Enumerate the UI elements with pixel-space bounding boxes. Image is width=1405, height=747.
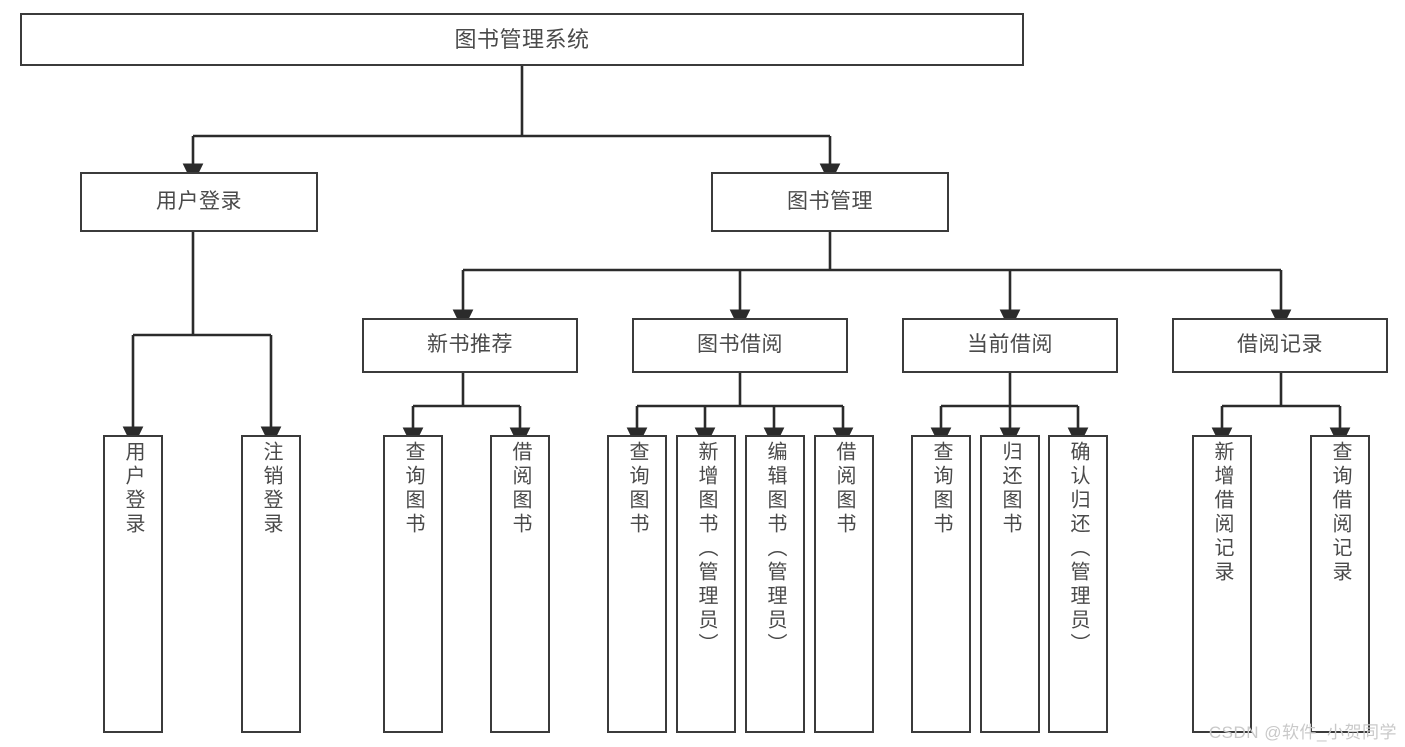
- node-user-login[interactable]: 用户登录: [80, 172, 318, 232]
- csdn-watermark: CSDN @软件_小贺同学: [1208, 723, 1397, 742]
- node-label: 借阅图书: [509, 441, 531, 537]
- node-label: 用户登录: [122, 441, 144, 537]
- node-new-book-recommend[interactable]: 新书推荐: [362, 318, 578, 373]
- node-label: 新增借阅记录: [1211, 441, 1233, 585]
- node-label: 查询借阅记录: [1329, 441, 1351, 585]
- node-label: 用户登录: [156, 189, 242, 213]
- node-label: 新增图书（管理员）: [695, 441, 717, 657]
- node-book-management[interactable]: 图书管理: [711, 172, 949, 232]
- node-leaf-borrow-book[interactable]: 借阅图书: [814, 435, 874, 733]
- node-borrow-record[interactable]: 借阅记录: [1172, 318, 1388, 373]
- node-leaf-query-book-borrow[interactable]: 查询图书: [607, 435, 667, 733]
- node-label: 确认归还（管理员）: [1067, 441, 1089, 657]
- node-leaf-borrow-book-recommend[interactable]: 借阅图书: [490, 435, 550, 733]
- node-label: 查询图书: [626, 441, 648, 537]
- node-root-book-management-system[interactable]: 图书管理系统: [20, 13, 1024, 66]
- node-leaf-logout[interactable]: 注销登录: [241, 435, 301, 733]
- node-leaf-edit-book-admin[interactable]: 编辑图书（管理员）: [745, 435, 805, 733]
- node-label: 查询图书: [930, 441, 952, 537]
- node-label: 新书推荐: [427, 333, 513, 357]
- node-label: 查询图书: [402, 441, 424, 537]
- node-label: 借阅记录: [1237, 333, 1323, 357]
- node-leaf-query-borrow-record[interactable]: 查询借阅记录: [1310, 435, 1370, 733]
- node-label: 编辑图书（管理员）: [764, 441, 786, 657]
- node-label: 图书借阅: [697, 333, 783, 357]
- node-leaf-query-book-current[interactable]: 查询图书: [911, 435, 971, 733]
- node-label: 注销登录: [260, 441, 282, 537]
- node-leaf-query-book-recommend[interactable]: 查询图书: [383, 435, 443, 733]
- node-leaf-user-login[interactable]: 用户登录: [103, 435, 163, 733]
- node-leaf-add-borrow-record[interactable]: 新增借阅记录: [1192, 435, 1252, 733]
- node-leaf-return-book[interactable]: 归还图书: [980, 435, 1040, 733]
- node-leaf-add-book-admin[interactable]: 新增图书（管理员）: [676, 435, 736, 733]
- node-book-borrow[interactable]: 图书借阅: [632, 318, 848, 373]
- node-label: 归还图书: [999, 441, 1021, 537]
- node-label: 图书管理系统: [454, 26, 590, 52]
- node-leaf-confirm-return-admin[interactable]: 确认归还（管理员）: [1048, 435, 1108, 733]
- node-label: 借阅图书: [833, 441, 855, 537]
- node-current-borrow[interactable]: 当前借阅: [902, 318, 1118, 373]
- node-label: 当前借阅: [967, 333, 1053, 357]
- node-label: 图书管理: [787, 189, 873, 213]
